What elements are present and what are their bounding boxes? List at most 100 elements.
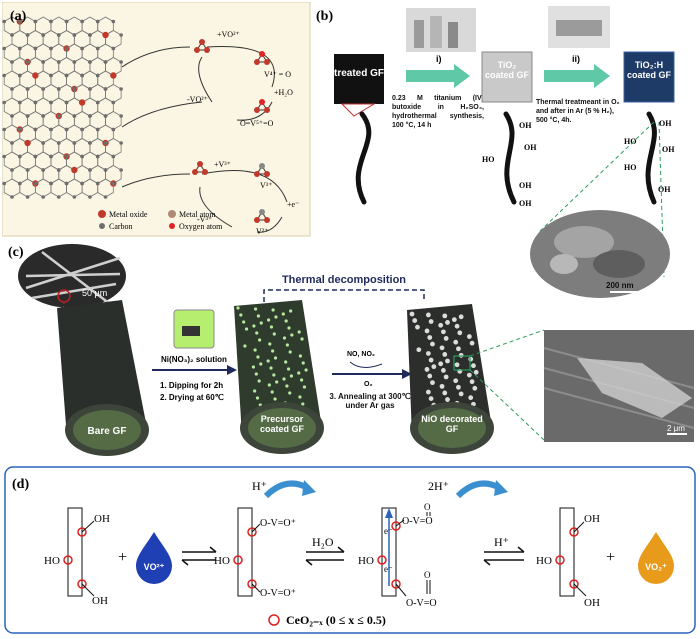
fiber-bare bbox=[355, 111, 372, 205]
carbon-atom bbox=[88, 60, 92, 64]
carbon-atom bbox=[10, 33, 14, 37]
legend-marker-oxygen bbox=[169, 223, 175, 229]
vo2-label: VO²⁺ bbox=[144, 562, 165, 572]
carbon-atom bbox=[41, 114, 45, 118]
carbon-atom bbox=[49, 19, 53, 24]
coating-particle bbox=[466, 334, 472, 339]
legend-carbon: Carbon bbox=[109, 222, 133, 231]
molecule-mid bbox=[254, 99, 270, 113]
coating-particle bbox=[457, 330, 463, 336]
carbon-atom bbox=[17, 181, 22, 186]
thermal-bracket bbox=[263, 289, 425, 302]
carbon-atom bbox=[33, 46, 38, 51]
treated-gf-block bbox=[334, 54, 384, 104]
coating-particle bbox=[442, 313, 448, 319]
coating-particle bbox=[282, 336, 287, 340]
legend-metal-atom: Metal atom bbox=[179, 210, 216, 219]
carbon-atom bbox=[88, 33, 92, 37]
carbon-atom bbox=[80, 73, 84, 78]
carbon-atom bbox=[72, 114, 77, 118]
oh-label: OH bbox=[94, 513, 110, 525]
electron-label: e⁻ bbox=[384, 526, 393, 536]
label-minus-v3: -V³⁺ bbox=[197, 215, 212, 224]
carbon-atom bbox=[95, 100, 100, 105]
coating-particle bbox=[271, 349, 275, 353]
carbon-atom bbox=[49, 46, 53, 51]
bound-vo-label: O-V=O bbox=[402, 516, 433, 527]
carbon-atom bbox=[80, 154, 84, 159]
coating-particle bbox=[290, 333, 294, 337]
coating-particle bbox=[251, 365, 256, 369]
carbon-atom bbox=[10, 87, 14, 91]
carbon-atom bbox=[103, 195, 108, 199]
carbon-atom bbox=[2, 46, 7, 51]
coating-particle bbox=[281, 312, 285, 316]
coating-particle bbox=[425, 312, 431, 318]
coating-particle bbox=[443, 336, 449, 341]
coating-particle bbox=[451, 317, 457, 323]
tio2h-gf-label: TiO₂:H coated GF bbox=[626, 60, 671, 80]
fiber-tio2 bbox=[503, 111, 517, 205]
coating-particle bbox=[458, 352, 464, 358]
carbon-atom bbox=[72, 87, 77, 91]
coating-particle bbox=[428, 396, 434, 401]
coating-particle bbox=[428, 357, 434, 363]
carbon-atom bbox=[80, 127, 84, 132]
coating-particle bbox=[255, 396, 260, 400]
carbon-atom bbox=[88, 168, 92, 172]
arrow-to-top-cycle bbox=[121, 46, 191, 68]
electrode-3: e⁻ e⁻ O-V=O O HO O-V=O O bbox=[358, 502, 437, 609]
label-plus-vo2: +VO²⁺ bbox=[217, 30, 240, 39]
arrow-to-top-cycle-2 bbox=[121, 101, 203, 128]
equilibrium-arrows-2: H₂O bbox=[305, 535, 345, 566]
coating-particle bbox=[430, 380, 435, 386]
ceo2-legend-marker bbox=[268, 614, 280, 626]
nio-gf-cylinder: NiO decorated GF bbox=[407, 304, 494, 454]
carbon-atom bbox=[95, 19, 100, 24]
panel-label: (d) bbox=[12, 477, 29, 492]
electrode-4: OH HO OH bbox=[536, 507, 600, 609]
coating-particle bbox=[466, 372, 472, 378]
carbon-atom bbox=[72, 33, 77, 37]
carbon-atom bbox=[2, 181, 7, 186]
legend-marker-carbon bbox=[99, 223, 105, 229]
coating-particle bbox=[438, 322, 444, 328]
legend-marker-metal-oxide bbox=[98, 210, 106, 218]
label-minus-vo2: -VO²⁺ bbox=[187, 95, 208, 104]
coating-particle bbox=[468, 395, 474, 401]
vo2plus-label: VO₂⁺ bbox=[645, 562, 667, 572]
oh-label: OH bbox=[524, 143, 537, 152]
coating-particle bbox=[439, 345, 445, 351]
carbon-atom bbox=[56, 114, 61, 118]
metal-oxide-atom bbox=[110, 72, 117, 79]
ho-label: HO bbox=[624, 163, 636, 172]
carbon-atom bbox=[49, 181, 53, 186]
legend-metal-oxide: Metal oxide bbox=[109, 210, 148, 219]
carbon-atom bbox=[56, 141, 61, 145]
carbon-atom bbox=[49, 127, 53, 132]
carbon-atom bbox=[33, 127, 38, 132]
plus-sign: + bbox=[118, 549, 127, 566]
coating-particle bbox=[289, 309, 293, 313]
ho-label: HO bbox=[214, 555, 230, 567]
carbon-atom bbox=[119, 33, 123, 37]
carbon-atom bbox=[64, 19, 69, 24]
nio-label: NiO decorated GF bbox=[421, 414, 483, 434]
carbon-atom bbox=[72, 195, 77, 199]
coating-particle bbox=[256, 355, 260, 359]
oh-label: OH bbox=[519, 181, 532, 190]
coating-particle bbox=[272, 373, 276, 377]
carbon-atom bbox=[41, 195, 45, 199]
scale-bar-label: 2 μm bbox=[667, 424, 685, 433]
panel-label: (b) bbox=[316, 9, 333, 24]
equilibrium-arrows-1 bbox=[181, 546, 217, 566]
label-plus-e: +e⁻ bbox=[287, 200, 299, 209]
oh-label: OH bbox=[584, 513, 600, 525]
tio2h-gf-block bbox=[623, 51, 675, 103]
carbon-atom bbox=[10, 195, 14, 199]
coating-particle bbox=[302, 385, 307, 389]
label-v2: V²⁺ bbox=[256, 227, 268, 236]
coating-particle bbox=[253, 348, 257, 352]
carbon-atom bbox=[33, 100, 38, 105]
carbon-atom bbox=[111, 127, 116, 132]
